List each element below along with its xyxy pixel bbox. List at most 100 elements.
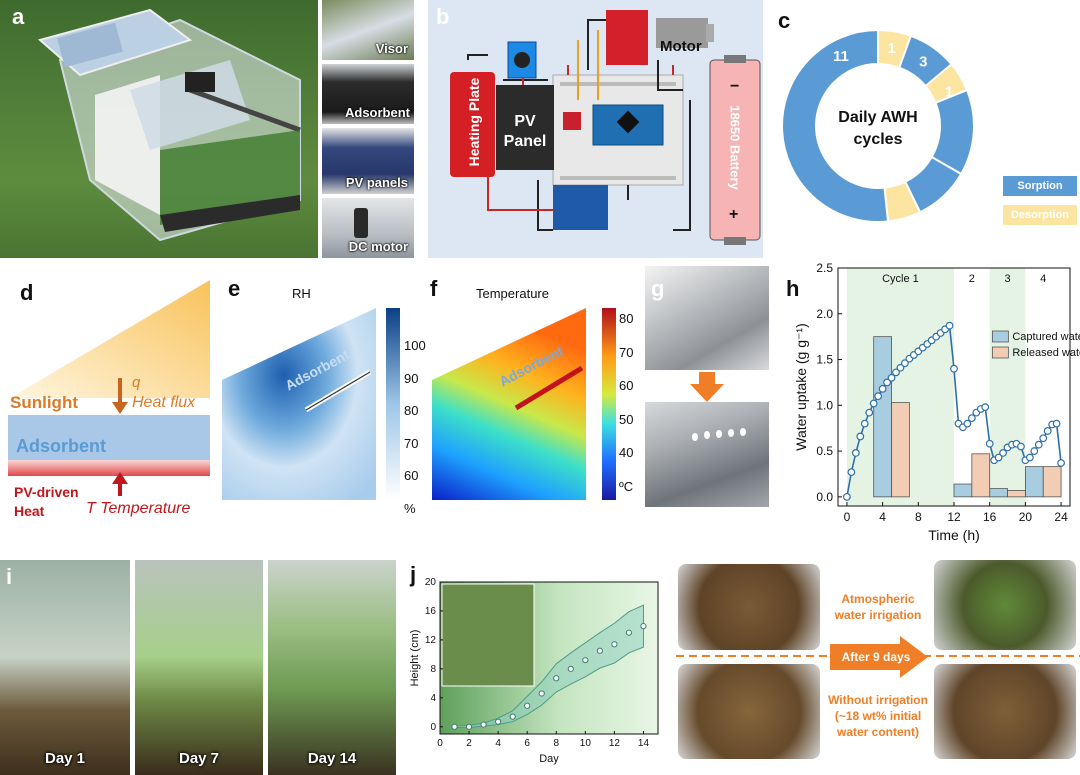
panel-a-main-photo: [0, 0, 318, 258]
donut-slice-label: 11: [833, 48, 849, 65]
y-tick-label: 1.5: [816, 353, 833, 367]
uptake-point: [860, 419, 869, 428]
x-tick-label: 8: [915, 510, 922, 524]
k-text-line: water content): [836, 725, 919, 739]
day14-photo: Day 14: [268, 560, 396, 775]
height-point: [495, 718, 502, 725]
uptake-point: [847, 468, 856, 477]
temperature-map: [432, 308, 616, 500]
legend-desorption-text: Desorption: [1010, 209, 1070, 221]
k-text-line: (~18 wt% initial: [834, 709, 922, 723]
height-point: [480, 721, 487, 728]
battery-label: 18650 Battery: [727, 105, 743, 190]
legend-label: Released water: [1012, 347, 1080, 359]
height-point: [451, 723, 458, 730]
rh-colorbar-ticks: 100 90 80 70 60 %: [404, 330, 444, 525]
height-point: [465, 723, 473, 730]
uptake-point: [887, 373, 896, 382]
x-tick-label: 12: [947, 510, 961, 524]
donut-slice-label: 1: [945, 83, 953, 100]
height-point: [524, 702, 531, 709]
panel-d-label: d: [20, 280, 34, 305]
x-axis-label: Day: [539, 753, 559, 765]
x-tick-label: 8: [553, 738, 559, 749]
x-tick-label: 10: [580, 738, 592, 749]
x-tick-label: 14: [638, 738, 650, 749]
rh-tick: %: [404, 500, 416, 516]
uptake-point: [843, 492, 851, 501]
legend-swatch: [991, 346, 1009, 359]
battery-minus: −: [730, 78, 740, 95]
pv-driven-label: PV-driven: [14, 484, 79, 500]
q-label: q: [132, 374, 141, 391]
temp-tick: 60: [619, 378, 634, 393]
uptake-point: [981, 403, 990, 412]
x-tick-label: 20: [1019, 510, 1033, 524]
captured-bar: [953, 483, 973, 498]
uptake-point: [896, 363, 905, 372]
uptake-point: [869, 399, 878, 408]
uptake-point: [1025, 453, 1034, 462]
cycle-label: 4: [1040, 273, 1046, 285]
legend-sorption: Sorption: [1003, 176, 1077, 196]
rh-tick: 60: [404, 468, 419, 483]
thumb-pv-panels: PV panels: [322, 128, 414, 194]
thumb-label: Adsorbent: [345, 105, 410, 120]
without-irrigation-text: Without irrigation (~18 wt% initial wate…: [820, 692, 936, 740]
rh-tick: 100: [404, 338, 426, 353]
heat-label: Heat: [14, 503, 45, 519]
temp-tick: 80: [619, 311, 634, 326]
uptake-point: [874, 392, 883, 401]
awh-device-illustration: [37, 8, 301, 242]
temp-colorbar-ticks: 80 70 60 50 40 ºC: [619, 302, 655, 503]
thumb-visor: Visor: [322, 0, 414, 60]
tray-unirrigated-after: [934, 664, 1076, 759]
panel-g-photo-top: [645, 266, 769, 370]
uptake-point: [967, 414, 976, 423]
uptake-point: [985, 439, 994, 448]
y-tick-label: 2.5: [816, 261, 833, 275]
thumb-adsorbent: Adsorbent: [322, 64, 414, 124]
uptake-point: [963, 419, 972, 428]
legend-swatch: [991, 330, 1009, 343]
temp-tick: 40: [619, 445, 634, 460]
captured-bar: [989, 488, 1008, 498]
pv-panel-label: PV Panel: [503, 113, 547, 150]
uptake-point: [1017, 442, 1025, 451]
thumb-dc-motor: DC motor: [322, 198, 414, 258]
panel-g-photo-bottom: [645, 402, 769, 507]
x-tick-label: 4: [879, 510, 886, 524]
thumb-label: Visor: [375, 41, 408, 56]
adsorbent-layer-label: Adsorbent: [16, 436, 106, 456]
uptake-point: [950, 364, 958, 373]
day-label: Day 7: [178, 750, 220, 767]
down-arrow: [690, 372, 724, 402]
panel-i-label: i: [6, 564, 13, 589]
height-point: [640, 623, 647, 630]
temp-tick: 70: [619, 344, 634, 360]
day7-photo: Day 7: [135, 560, 263, 775]
height-point: [538, 690, 545, 697]
height-error-band: [454, 604, 644, 728]
uptake-point: [999, 449, 1007, 457]
tray-irrigated-after: [934, 560, 1076, 650]
rh-title: RH: [292, 286, 311, 301]
y-axis-label: Water uptake (g g⁻¹): [793, 323, 809, 450]
day1-photo: Day 1: [0, 560, 130, 775]
temp-tick: ºC: [619, 478, 634, 494]
uptake-point: [878, 384, 887, 393]
y-tick-label: 20: [425, 577, 437, 588]
uptake-point: [994, 453, 1003, 462]
k-text-line: Atmospheric: [841, 592, 915, 606]
inset-plant-photo: [441, 583, 535, 687]
released-bar: [891, 402, 910, 498]
legend-label: Captured water: [1012, 331, 1080, 343]
panel-c-label: c: [778, 8, 791, 33]
uptake-point: [1034, 440, 1043, 449]
after-9-days-arrow: [830, 636, 928, 678]
donut-slice-sorption: [781, 28, 890, 223]
k-text-line: Without irrigation: [828, 693, 928, 707]
y-tick-label: 0.5: [816, 444, 833, 458]
sunlight-label: Sunlight: [10, 393, 78, 412]
